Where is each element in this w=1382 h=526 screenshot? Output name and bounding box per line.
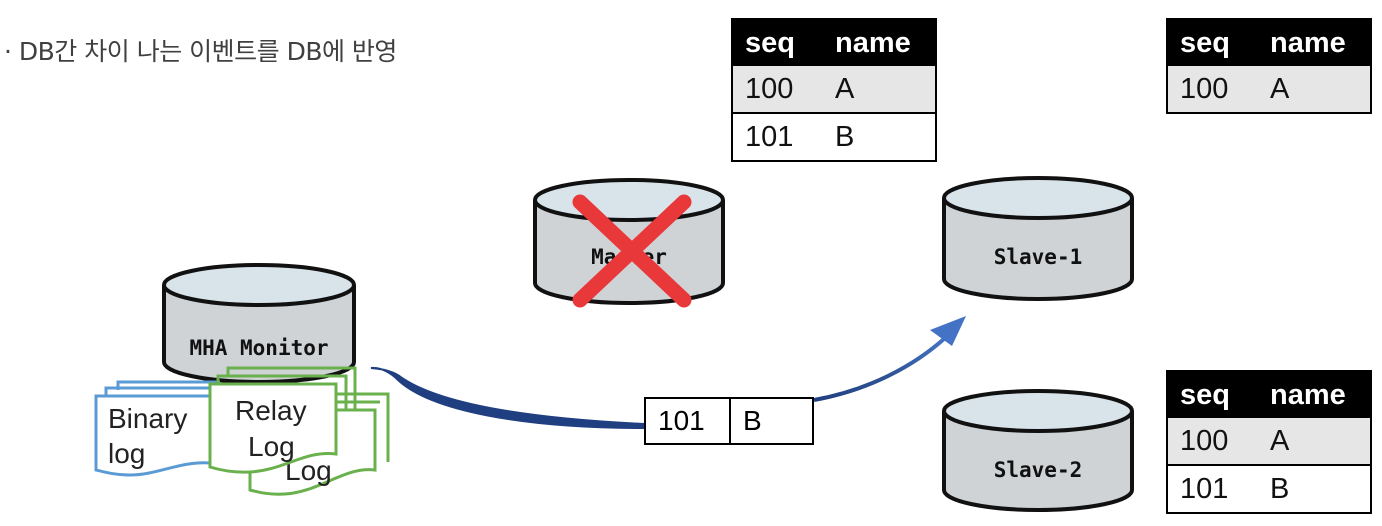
cell-name: B <box>823 113 936 161</box>
slave1-db: Slave-1 <box>942 176 1134 301</box>
table-header: seq name <box>732 19 936 66</box>
event-seq: 101 <box>646 399 731 443</box>
cell-seq: 100 <box>1167 66 1258 114</box>
cell-name: A <box>823 66 936 114</box>
relay-log-icon: Log Relay Log <box>208 366 390 496</box>
caption: · DB간 차이 나는 이벤트를 DB에 반영 <box>4 37 397 66</box>
table-row: 100 A <box>1167 66 1371 114</box>
slave2-table: seq name 100 A 101 B <box>1166 370 1372 514</box>
cross-icon <box>572 194 692 308</box>
table-row: 101 B <box>732 113 936 161</box>
table-row: 100 A <box>732 66 936 114</box>
mha-monitor-label: MHA Monitor <box>189 336 328 360</box>
binary-log-line2: log <box>108 438 145 469</box>
header-name: name <box>1258 19 1371 66</box>
cell-name: A <box>1258 66 1371 114</box>
slave2-db: Slave-2 <box>942 389 1134 512</box>
event-name: B <box>743 405 762 436</box>
master-table: seq name 100 A 101 B <box>731 18 937 162</box>
binary-log-line1: Binary <box>108 403 187 434</box>
mha-monitor-db: MHA Monitor <box>162 263 356 384</box>
slave1-db-label: Slave-1 <box>994 245 1083 269</box>
cell-seq: 101 <box>732 113 823 161</box>
table-header: seq name <box>1167 19 1371 66</box>
event-row: 101 B <box>644 397 814 445</box>
cell-name: A <box>1258 418 1371 466</box>
slave1-table: seq name 100 A <box>1166 18 1372 114</box>
relay-log-line2: Log <box>248 431 295 462</box>
binary-log-icon: Binary log <box>94 380 220 477</box>
cell-seq: 100 <box>732 66 823 114</box>
slave2-db-label: Slave-2 <box>994 458 1083 482</box>
cell-seq: 101 <box>1167 465 1258 513</box>
header-seq: seq <box>1167 371 1258 418</box>
header-name: name <box>823 19 936 66</box>
table-row: 100 A <box>1167 418 1371 466</box>
cell-seq: 100 <box>1167 418 1258 466</box>
relay-log-line1: Relay <box>235 395 307 426</box>
table-header: seq name <box>1167 371 1371 418</box>
cell-name: B <box>1258 465 1371 513</box>
header-seq: seq <box>732 19 823 66</box>
table-row: 101 B <box>1167 465 1371 513</box>
header-seq: seq <box>1167 19 1258 66</box>
header-name: name <box>1258 371 1371 418</box>
